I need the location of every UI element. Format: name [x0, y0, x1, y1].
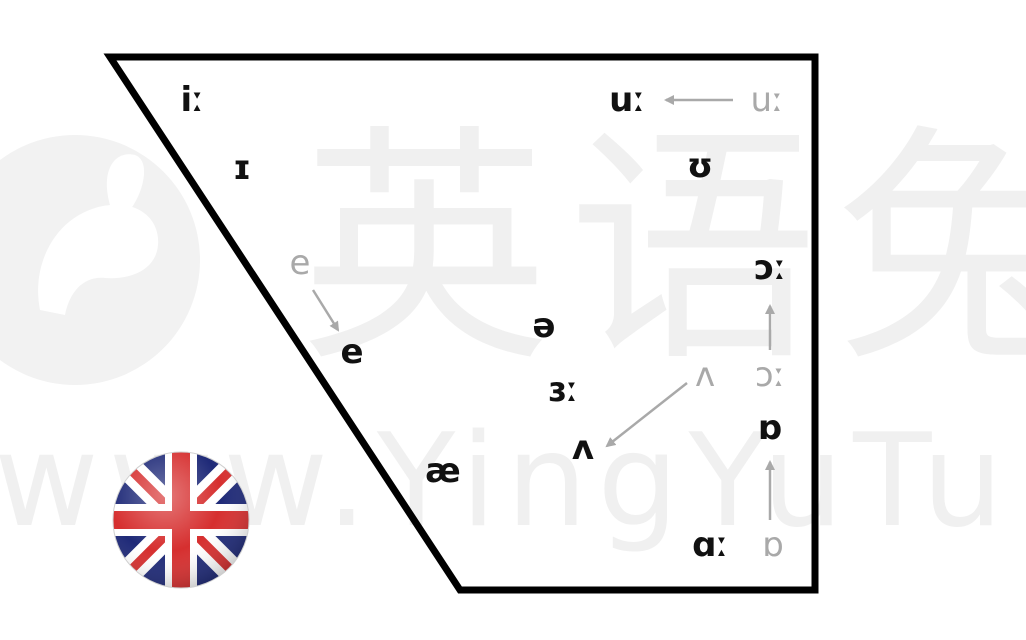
- vowel-wedge-old: ʌ: [694, 355, 716, 395]
- vowel-turned-alpha: ɒ: [757, 408, 783, 448]
- vowel-ae: æ: [425, 451, 461, 491]
- vowel-i-long: iː: [180, 80, 204, 120]
- vowel-wedge-new: ʌ: [571, 428, 595, 468]
- rabbit-icon: [0, 135, 200, 385]
- watermark-chinese: 英语兔: [300, 104, 1026, 395]
- uk-flag-icon: [112, 451, 250, 589]
- vowel-e-old: e: [289, 243, 311, 283]
- vowel-e-new: e: [340, 332, 364, 372]
- vowel-turned-alpha-old: ɒ: [762, 525, 784, 565]
- vowel-a-long: ɑː: [692, 525, 728, 565]
- vowel-near-close-u: ʊ: [686, 146, 714, 186]
- vowel-open-er-long: ɜː: [548, 370, 578, 410]
- vowel-trapezium-outline: [103, 53, 819, 594]
- vowel-u-long: uː: [609, 80, 645, 120]
- arrow-e-shift: [311, 289, 340, 332]
- vowel-open-o-long-old: ɔː: [754, 355, 786, 395]
- vowel-u-long-old: uː: [750, 80, 784, 120]
- vowel-open-o-long: ɔː: [754, 248, 786, 288]
- vowel-near-close-i: ɪ: [232, 148, 252, 188]
- arrow-wedge-shift: [605, 382, 688, 448]
- vowel-schwa: ə: [532, 306, 556, 346]
